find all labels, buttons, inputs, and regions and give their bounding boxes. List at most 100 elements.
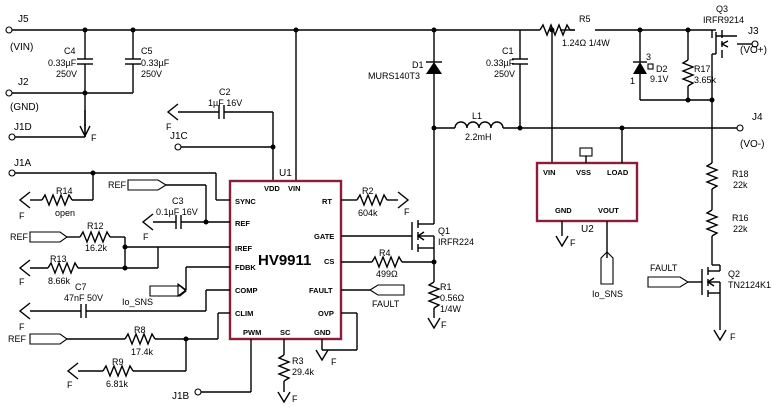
resistor-r4 xyxy=(341,255,437,269)
c7-ref: C7 xyxy=(75,282,87,292)
ref-net-label: REF xyxy=(10,232,29,242)
u2-pin-gnd: GND xyxy=(555,206,572,215)
r9-value: 6.81k xyxy=(106,379,129,389)
gnd-flag-label: F xyxy=(331,357,337,367)
io-sns-net xyxy=(149,266,230,298)
c3-value: 0.1µF 16V xyxy=(156,207,198,217)
c5-value: 0.33µF xyxy=(141,58,170,68)
l1-value: 2.2mH xyxy=(465,132,492,142)
capacitor-c2 xyxy=(178,105,274,181)
r18-value: 22k xyxy=(733,180,748,190)
r3-value: 29.4k xyxy=(292,367,315,377)
capacitor-c1 xyxy=(512,30,528,128)
c5-ref: C5 xyxy=(141,46,153,56)
gnd-flag-label: F xyxy=(166,122,172,132)
resistor-r17 xyxy=(681,30,695,103)
gnd-flag-label: F xyxy=(19,322,25,332)
j1c-label: J1C xyxy=(170,131,188,142)
pin-pwm: PWM xyxy=(243,328,261,337)
resistor-r9 xyxy=(66,339,187,380)
pin-fault: FAULT xyxy=(309,286,333,295)
r8-ref: R8 xyxy=(134,325,146,335)
r1-power: 1/4W xyxy=(440,304,462,314)
r4-value: 499Ω xyxy=(376,269,398,279)
resistor-r13 xyxy=(18,247,159,277)
mosfet-q2 xyxy=(647,264,727,342)
d2-value: 9.1V xyxy=(650,74,669,84)
r12-value: 16.2k xyxy=(85,243,108,253)
c1-voltage: 250V xyxy=(494,69,515,79)
capacitor-c5 xyxy=(125,30,141,93)
pin-vin: VIN xyxy=(288,184,301,193)
r16-value: 22k xyxy=(733,224,748,234)
c5-voltage: 250V xyxy=(141,69,162,79)
j2-signal: (GND) xyxy=(10,102,39,113)
d1-value: MURS140T3 xyxy=(368,71,420,81)
u2-pin-load: LOAD xyxy=(607,168,629,177)
j3-label: J3 xyxy=(748,26,759,37)
gnd-flag-label: F xyxy=(404,207,410,217)
j1d-label: J1D xyxy=(14,122,32,133)
r9-ref: R9 xyxy=(112,357,124,367)
pin-ovp: OVP xyxy=(318,309,334,318)
capacitor-c4 xyxy=(77,30,93,93)
pin-sc: SC xyxy=(280,328,291,337)
r14-ref: R14 xyxy=(56,186,73,196)
u2-pin-vout: VOUT xyxy=(598,206,619,215)
pin-vdd: VDD xyxy=(264,184,280,193)
j4-signal: (VO-) xyxy=(740,139,764,150)
q2-ref: Q2 xyxy=(728,269,740,279)
j1c-connector xyxy=(174,143,276,151)
ground-symbol xyxy=(166,103,179,121)
gnd-flag-label: F xyxy=(19,277,25,287)
inductor-l1 xyxy=(434,121,737,131)
resistor-r14 xyxy=(18,173,94,209)
c2-value: 1µF 16V xyxy=(208,98,242,108)
r4-ref: R4 xyxy=(379,248,391,258)
r13-ref: R13 xyxy=(50,254,67,264)
j5-signal: (VIN) xyxy=(10,42,33,53)
d2-ref: D2 xyxy=(656,64,668,74)
j5-label: J5 xyxy=(18,14,29,25)
j1b-label: J1B xyxy=(172,391,190,402)
u2-pin-vin: VIN xyxy=(543,168,556,177)
gnd-flag-label: F xyxy=(67,380,73,390)
ref-net-flag xyxy=(127,179,230,225)
gnd-flag-label: F xyxy=(730,332,736,342)
vin-rail xyxy=(5,26,712,34)
j2-label: J2 xyxy=(18,77,29,88)
mosfet-q1 xyxy=(341,196,435,262)
r14-value: open xyxy=(55,208,75,218)
u2-pin-vss: VSS xyxy=(576,168,591,177)
r8-value: 17.4k xyxy=(131,347,154,357)
resistor-r8 xyxy=(29,312,230,346)
r3-ref: R3 xyxy=(292,356,304,366)
c4-ref: C4 xyxy=(64,46,76,56)
pin-sync: SYNC xyxy=(235,197,256,206)
capacitor-c3 xyxy=(141,213,206,231)
pin-rt: RT xyxy=(322,197,332,206)
resistor-r18 xyxy=(705,97,719,210)
j1b-pwm-net xyxy=(194,339,252,396)
resistor-r1 xyxy=(427,262,441,330)
d2-pin3: 3 xyxy=(646,52,651,62)
c3-ref: C3 xyxy=(172,196,184,206)
c1-ref: C1 xyxy=(502,46,514,56)
u2-ref: U2 xyxy=(581,224,594,235)
r17-value: 3.65k xyxy=(694,75,717,85)
r2-ref: R2 xyxy=(362,186,374,196)
pin-gate: GATE xyxy=(314,232,334,241)
capacitor-c7 xyxy=(18,289,230,320)
ref-net-label: REF xyxy=(8,334,27,344)
io-sns-label: Io_SNS xyxy=(592,289,623,299)
c4-voltage: 250V xyxy=(56,69,77,79)
j1a-label: J1A xyxy=(14,158,32,169)
pin-clim: CLIM xyxy=(235,309,253,318)
l1-ref: L1 xyxy=(472,111,482,121)
r2-value: 604k xyxy=(358,208,378,218)
pin-comp: COMP xyxy=(235,286,258,295)
j4-terminal xyxy=(736,124,744,132)
u1-part: HV9911 xyxy=(258,252,311,269)
u2-connections xyxy=(555,128,623,285)
